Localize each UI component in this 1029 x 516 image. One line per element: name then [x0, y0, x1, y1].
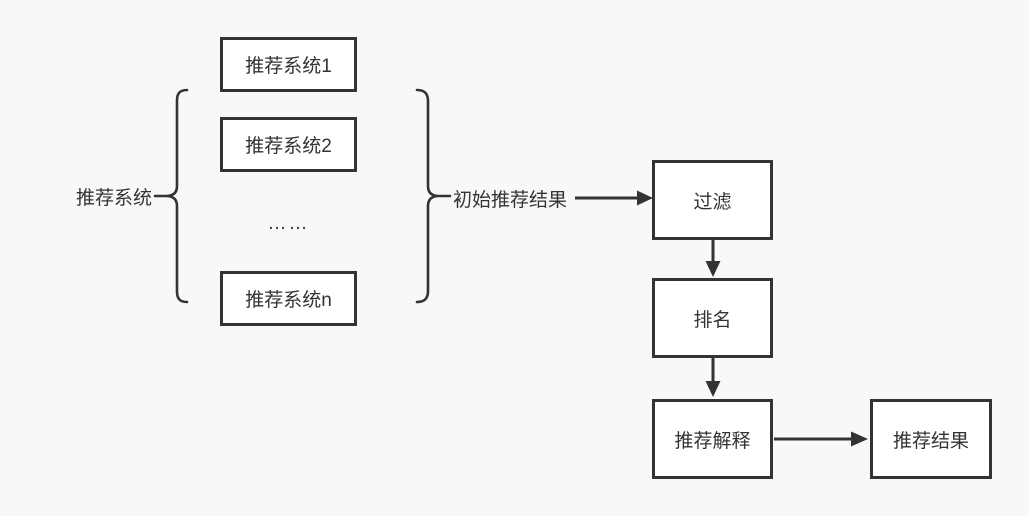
arrow-filter-to-rank: [705, 240, 721, 277]
arrow-initial-to-filter: [575, 190, 653, 206]
node-recommender-1-label: 推荐系统1: [245, 56, 332, 77]
left-brace: [153, 88, 189, 304]
node-recommender-n: 推荐系统n: [220, 271, 357, 326]
node-filter-label: 过滤: [693, 191, 732, 213]
node-rank-label: 排名: [693, 309, 732, 331]
node-recommender-2-label: 推荐系统2: [245, 136, 332, 157]
node-explain: 推荐解释: [652, 399, 773, 479]
node-filter: 过滤: [652, 160, 773, 240]
right-brace: [415, 88, 452, 304]
node-rank: 排名: [652, 278, 773, 358]
node-result: 推荐结果: [870, 399, 992, 479]
group-ellipsis: ……: [267, 213, 310, 234]
initial-results-label: 初始推荐结果: [453, 189, 568, 211]
node-explain-label: 推荐解释: [674, 430, 751, 452]
arrow-rank-to-explain: [705, 358, 721, 397]
group-label: 推荐系统: [75, 187, 152, 209]
node-result-label: 推荐结果: [892, 430, 969, 452]
node-recommender-n-label: 推荐系统n: [245, 290, 332, 311]
node-recommender-2: 推荐系统2: [220, 117, 357, 172]
node-recommender-1: 推荐系统1: [220, 37, 357, 92]
arrow-explain-to-result: [774, 431, 868, 447]
